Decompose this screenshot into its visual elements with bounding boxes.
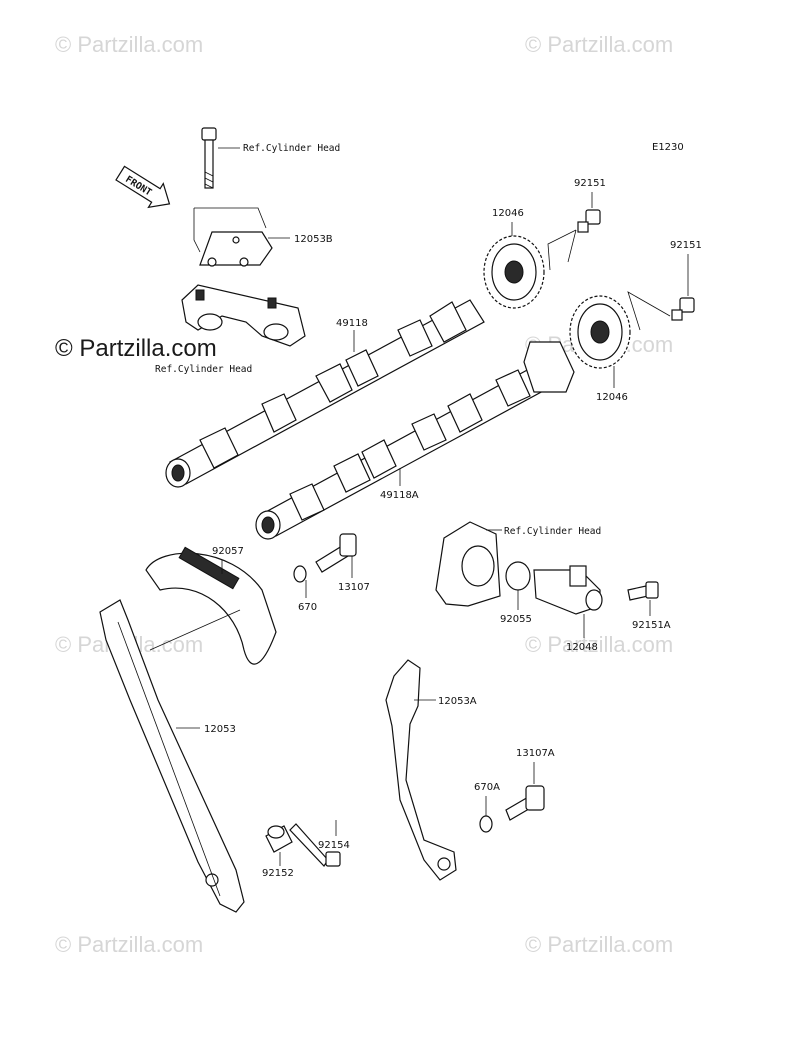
callout-670A: 670A <box>474 782 500 793</box>
cam-sprocket-top <box>483 235 545 309</box>
callout-12048: 12048 <box>566 642 598 653</box>
callout-92154: 92154 <box>318 840 350 851</box>
sprocket-bolt-top <box>577 209 601 233</box>
callout-49118: 49118 <box>336 318 368 329</box>
callout-12053B: 12053B <box>294 234 333 245</box>
cylinder-head-section <box>435 521 501 607</box>
callout-670: 670 <box>298 602 317 613</box>
chain-guide-12053 <box>99 599 245 913</box>
watermark-mid-right: © Partzilla.com <box>525 632 673 657</box>
callout-92151-right: 92151 <box>670 240 702 251</box>
camshaft-49118 <box>165 299 485 488</box>
callout-12046-top: 12046 <box>492 208 524 219</box>
cam-chain-tensioner-12048 <box>533 565 603 615</box>
callout-92151-top: 92151 <box>574 178 606 189</box>
ref-cylinder-head-top: Ref.Cylinder Head <box>243 143 340 154</box>
callout-12053A: 12053A <box>438 696 477 707</box>
timing-chain <box>145 546 277 665</box>
chain-guide-12053A <box>385 659 457 881</box>
o-ring-670 <box>293 565 307 583</box>
diagram-code: E1230 <box>652 142 684 153</box>
watermark-bottom-left: © Partzilla.com <box>55 932 203 957</box>
watermark-bottom-right: © Partzilla.com <box>525 932 673 957</box>
watermark-top-right: © Partzilla.com <box>525 32 673 57</box>
callout-49118A: 49118A <box>380 490 419 501</box>
callout-92055: 92055 <box>500 614 532 625</box>
watermark-center-left: © Partzilla.com <box>55 335 217 362</box>
camshaft-cap <box>181 284 306 347</box>
bolt-92154 <box>289 823 341 867</box>
front-arrow-icon: FRONT <box>115 165 171 209</box>
guide-pin-13107A <box>505 785 545 821</box>
cam-sprocket-right <box>569 295 631 369</box>
callout-92151A: 92151A <box>632 620 671 631</box>
callout-92057: 92057 <box>212 546 244 557</box>
callout-13107A: 13107A <box>516 748 555 759</box>
camshaft-guide-plate <box>199 231 273 267</box>
guide-pin-13107 <box>315 533 357 573</box>
ref-cylinder-head-right: Ref.Cylinder Head <box>504 526 601 537</box>
ref-cylinder-head-left: Ref.Cylinder Head <box>155 364 252 375</box>
collar-92152 <box>265 825 293 853</box>
bolt-92151A <box>627 581 659 601</box>
callout-92152: 92152 <box>262 868 294 879</box>
o-ring-670A <box>479 815 493 833</box>
cylinder-head-bolt <box>201 127 217 189</box>
callout-13107: 13107 <box>338 582 370 593</box>
callout-12046-right: 12046 <box>596 392 628 403</box>
sprocket-bolt-right <box>671 297 695 321</box>
callout-12053: 12053 <box>204 724 236 735</box>
watermark-top-left: © Partzilla.com <box>55 32 203 57</box>
camshaft-49118A <box>255 361 557 540</box>
gasket-92055 <box>505 561 531 591</box>
